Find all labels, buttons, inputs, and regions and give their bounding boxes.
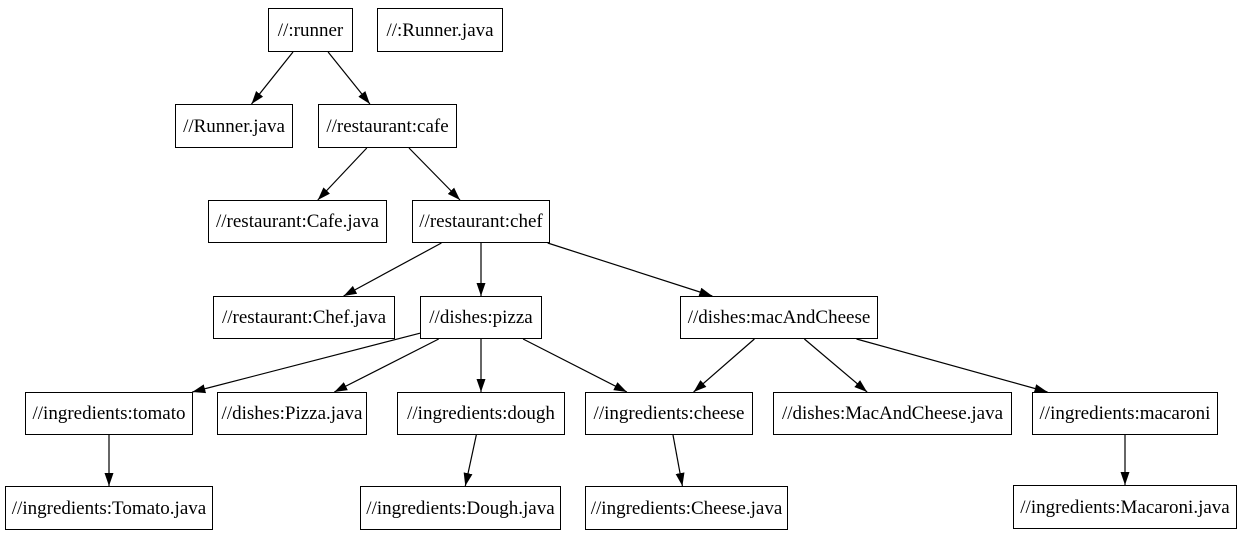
graph-node-mac-and-cheese: //dishes:macAndCheese (680, 296, 878, 339)
graph-edge-mac-and-cheese-to-mac-java (804, 338, 868, 393)
graph-edge-mac-and-cheese-to-macaroni (856, 338, 1048, 393)
graph-node-runner-java: //Runner.java (175, 104, 293, 148)
graph-node-cheese: //ingredients:cheese (585, 392, 753, 435)
graph-edge-mac-and-cheese-to-cheese (693, 338, 755, 393)
graph-node-pizza-java: //dishes:Pizza.java (217, 392, 367, 435)
graph-node-cafe-java: //restaurant:Cafe.java (208, 200, 387, 243)
graph-node-macaroni-java: //ingredients:Macaroni.java (1013, 485, 1237, 529)
graph-node-cafe: //restaurant:cafe (318, 104, 457, 148)
graph-edge-pizza-to-cheese (522, 338, 628, 393)
graph-node-chef: //restaurant:chef (412, 200, 550, 243)
graph-edge-pizza-to-tomato (192, 332, 421, 394)
graph-edge-runner-to-cafe (327, 51, 371, 105)
graph-edge-chef-to-mac-and-cheese (547, 242, 713, 297)
graph-node-tomato: //ingredients:tomato (25, 392, 193, 435)
graph-node-macaroni: //ingredients:macaroni (1032, 392, 1218, 435)
graph-edge-pizza-to-pizza-java (334, 338, 439, 393)
graph-edge-cheese-to-cheese-java (672, 434, 685, 487)
graph-node-tomato-java: //ingredients:Tomato.java (5, 486, 213, 530)
graph-node-dough: //ingredients:dough (397, 392, 565, 435)
graph-edge-cafe-to-cafe-java (317, 147, 368, 201)
graph-edge-chef-to-chef-java (343, 242, 442, 297)
graph-node-pizza: //dishes:pizza (420, 296, 542, 339)
graph-node-cheese-java: //ingredients:Cheese.java (585, 486, 788, 530)
graph-edge-dough-to-dough-java (463, 434, 477, 487)
graph-node-dough-java: //ingredients:Dough.java (360, 486, 561, 530)
graph-node-runner-java-root: //:Runner.java (377, 8, 503, 52)
graph-node-mac-java: //dishes:MacAndCheese.java (773, 392, 1012, 435)
graph-node-runner: //:runner (268, 8, 353, 52)
graph-edge-runner-to-runner-java (251, 51, 294, 105)
graph-edge-cafe-to-chef (408, 147, 461, 201)
graph-node-chef-java: //restaurant:Chef.java (213, 296, 395, 339)
